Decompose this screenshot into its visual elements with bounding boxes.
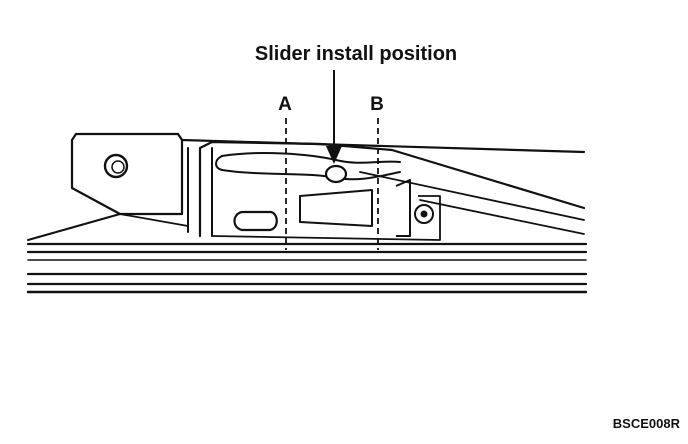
arm-cutout bbox=[299, 179, 441, 240]
slider-icon bbox=[324, 164, 348, 184]
lower-window bbox=[233, 210, 278, 232]
blade-rail-strips bbox=[26, 242, 588, 294]
figure-code: BSCE008R bbox=[613, 416, 681, 431]
wiper-holder-frame bbox=[27, 132, 586, 241]
reference-label-b: B bbox=[370, 94, 384, 115]
pivot-hole-icon bbox=[103, 153, 129, 179]
reference-label-a: A bbox=[278, 94, 292, 115]
rivet-icon bbox=[414, 204, 434, 224]
callout-arrow-icon bbox=[326, 70, 342, 164]
callout-label: Slider install position bbox=[255, 43, 457, 65]
